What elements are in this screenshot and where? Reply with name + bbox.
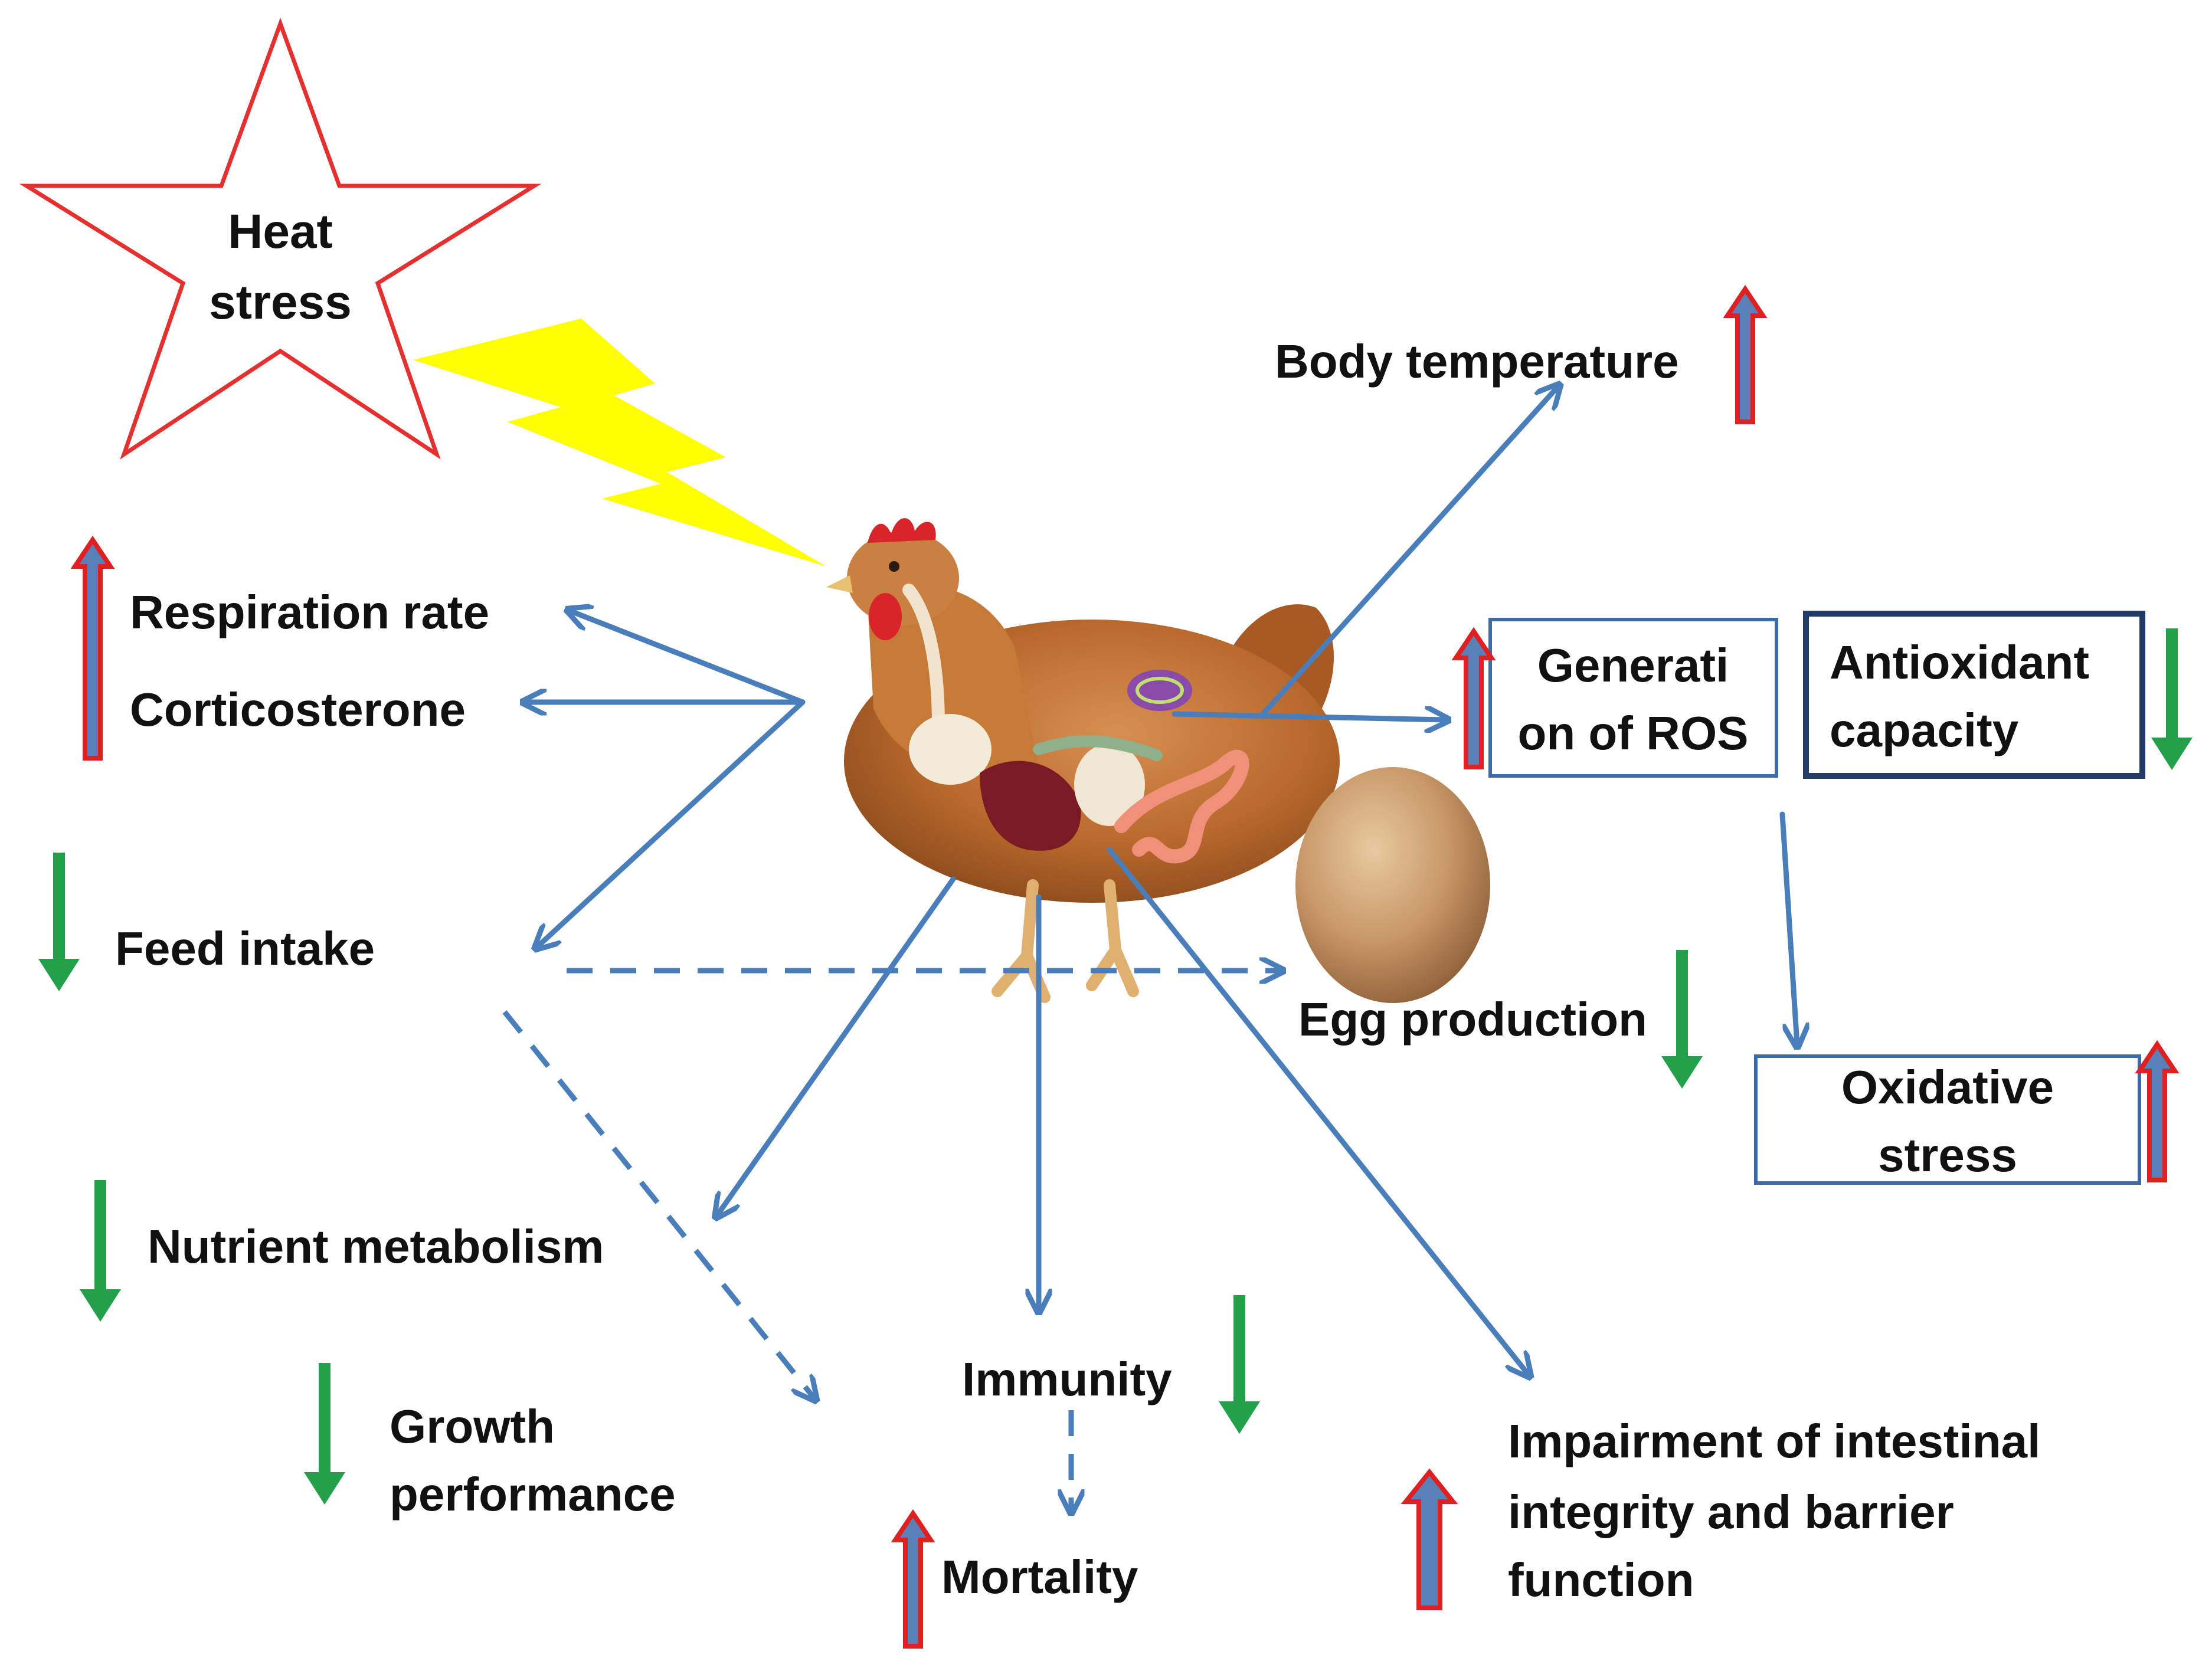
- antioxidant-label-line2: capacity: [1830, 704, 2019, 756]
- arrow-up-icon: [1401, 1468, 1458, 1610]
- arrow-up-icon: [70, 535, 115, 761]
- egg-icon: [1295, 767, 1490, 1003]
- antioxidant-label-line1: Antioxidant: [1830, 636, 2089, 689]
- indicator-arrows: [38, 284, 2193, 1649]
- star-icon: [19, 17, 542, 460]
- intestinal-label-line2: integrity and barrier: [1508, 1486, 1954, 1538]
- arrow-up-icon: [891, 1509, 935, 1649]
- arrow-to-nutrient-metabolism: [717, 876, 956, 1215]
- arrow-down-icon: [304, 1363, 345, 1505]
- heat-stress-label-line2: stress: [209, 276, 352, 329]
- heat-stress-star: Heat stress: [19, 17, 542, 460]
- dashed-arrows: [502, 971, 1281, 1511]
- arrow-to-ros: [1172, 714, 1446, 720]
- arrow-to-respiration: [570, 611, 806, 705]
- oxidative-stress-box: Oxidative stress: [1754, 1054, 2141, 1185]
- heat-stress-label-line1: Heat: [228, 205, 333, 258]
- respiration-rate-label: Respiration rate: [130, 586, 489, 638]
- body-temperature-label: Body temperature: [1275, 335, 1679, 388]
- arrow-down-icon: [1661, 950, 1703, 1089]
- immunity-label: Immunity: [962, 1353, 1172, 1405]
- oxidative-label-line1: Oxidative: [1841, 1061, 2054, 1113]
- mortality-label: Mortality: [941, 1551, 1138, 1603]
- antioxidant-box: Antioxidant capacity: [1803, 611, 2145, 779]
- egg-production-label: Egg production: [1298, 993, 1647, 1046]
- ros-box: Generati on of ROS: [1488, 618, 1778, 778]
- nutrient-metabolism-label: Nutrient metabolism: [148, 1220, 604, 1273]
- growth-performance-label-line1: Growth: [390, 1400, 555, 1453]
- arrow-down-icon: [1219, 1295, 1260, 1434]
- arrow-up-icon: [2135, 1040, 2180, 1182]
- growth-performance-label-line2: performance: [390, 1468, 676, 1521]
- arrow-to-feed-intake: [537, 699, 806, 947]
- ros-label-line2: on of ROS: [1517, 707, 1748, 759]
- intestinal-label-line1: Impairment of intestinal: [1508, 1415, 2040, 1467]
- arrow-to-intestinal: [1107, 847, 1529, 1375]
- corticosterone-label: Corticosterone: [130, 683, 466, 736]
- arrow-up-icon: [1451, 627, 1496, 769]
- ros-label-line1: Generati: [1537, 639, 1729, 692]
- arrow-up-icon: [1723, 284, 1768, 424]
- arrow-down-icon: [80, 1180, 121, 1322]
- intestinal-label-line3: function: [1508, 1554, 1694, 1606]
- arrow-feed-to-growth: [502, 1010, 814, 1398]
- arrow-to-body-temperature: [1260, 386, 1558, 717]
- flow-arrows: [525, 386, 1797, 1375]
- lightning-bolt-icon: [413, 319, 826, 566]
- oxidative-label-line2: stress: [1878, 1129, 2017, 1181]
- arrow-down-icon: [2151, 628, 2193, 770]
- arrow-down-icon: [38, 853, 80, 991]
- arrow-to-oxidative-stress: [1779, 811, 1797, 1044]
- hen-illustration: [826, 518, 1340, 1003]
- feed-intake-label: Feed intake: [115, 922, 375, 975]
